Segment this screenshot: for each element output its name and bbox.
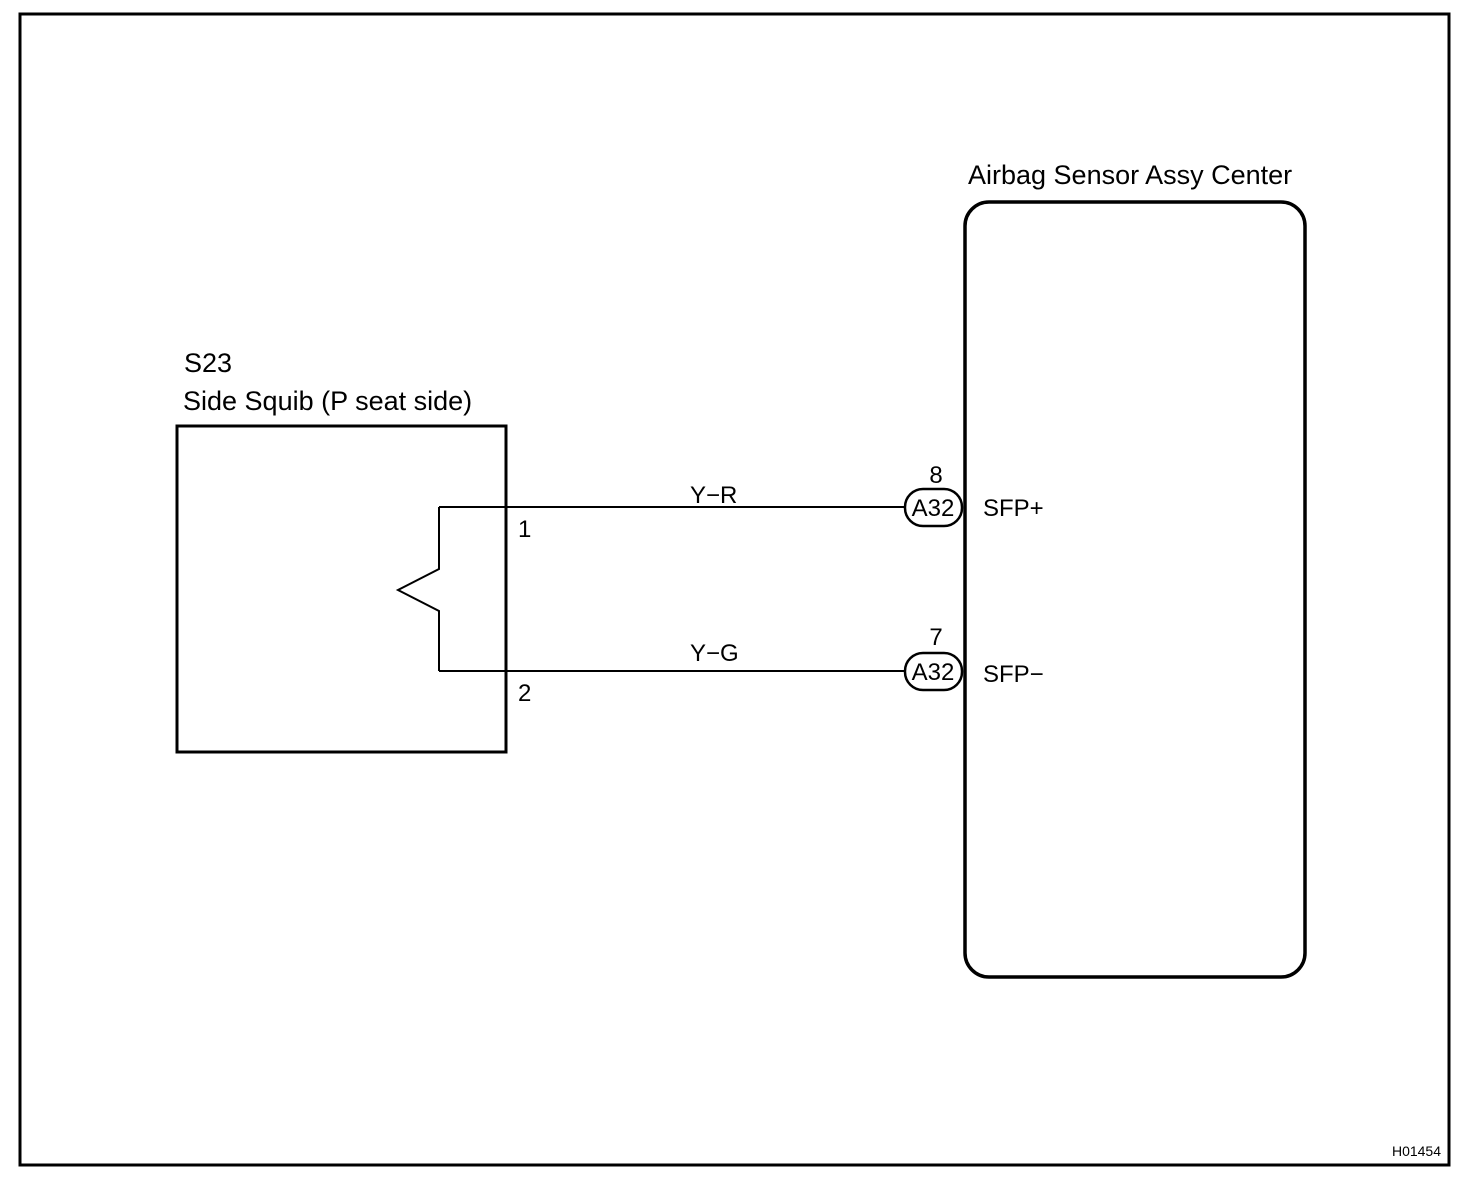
connector-pin-label: 8 [929,462,942,489]
wire-color-label: Y−R [690,482,737,509]
sensor-terminal-label: SFP+ [983,495,1044,522]
sensor-terminal-label: SFP− [983,661,1044,688]
squib-title: Side Squib (P seat side) [183,386,472,416]
connector-label: A32 [912,495,955,522]
squib-pin-label: 1 [518,516,531,543]
sensor-title: Airbag Sensor Assy Center [968,160,1292,190]
connector-label: A32 [912,659,955,686]
sensor-box [963,200,1307,979]
squib-pin-label: 2 [518,680,531,707]
connector-pin-label: 7 [929,624,942,651]
squib-element-symbol [395,507,440,671]
wire-color-label: Y−G [690,640,739,667]
squib-code: S23 [184,348,232,378]
diagram-frame [18,12,1451,1167]
squib-box [175,424,508,754]
figure-id: H01454 [1392,1143,1441,1159]
connector-a32-pin8 [903,487,964,528]
connector-a32-pin7 [903,651,964,692]
